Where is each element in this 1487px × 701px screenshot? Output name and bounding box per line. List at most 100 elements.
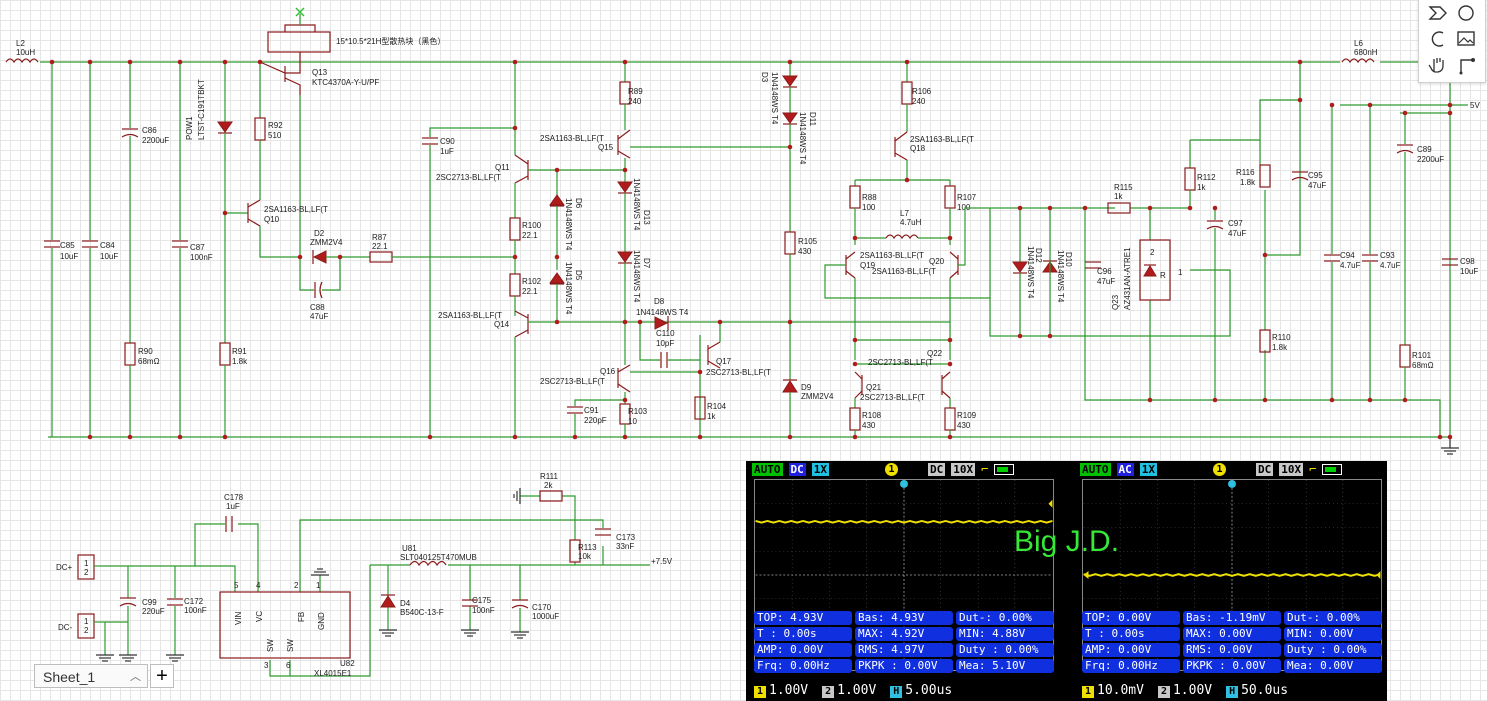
svg-text:Q18: Q18 (910, 144, 926, 153)
capacitor-C110[interactable]: C110 10pF (639, 322, 700, 368)
transistor-Q10[interactable]: 2SA1163-BL,LF(T Q10 (225, 199, 328, 258)
inductor-U81[interactable]: U81 SLT040125T470MUB (400, 544, 477, 567)
resistor-R109[interactable]: R109 430 (944, 407, 977, 437)
capacitor-C84[interactable]: C84 10uF (82, 62, 118, 437)
svg-text:D13: D13 (642, 210, 651, 225)
wire-tool-icon[interactable] (1427, 2, 1449, 24)
capacitor-C172[interactable]: C172 100nF (167, 597, 207, 615)
diode-D10[interactable]: D10 1N4148WS T4 (1042, 208, 1073, 336)
shunt-regulator-Q23[interactable]: R 2 1 Q23 AZ431AN-ATRE1 (1111, 239, 1183, 310)
hand-tool-icon[interactable] (1427, 54, 1449, 76)
connector-dc-minus[interactable]: 1 2 DC- (58, 613, 100, 639)
inductor-L2[interactable]: L2 10uH (5, 39, 39, 64)
resistor-R102[interactable]: R102 22.1 (509, 240, 542, 297)
resistor-R104[interactable]: R104 1k (694, 396, 727, 421)
arc-tool-icon[interactable] (1427, 28, 1449, 50)
transistor-Q20[interactable]: Q20 2SA1163-BL,LF(T (872, 207, 990, 360)
diode-D3[interactable]: D3 1N4148WS T4 (760, 62, 798, 125)
capacitor-C94[interactable]: C94 4.7uF (1324, 105, 1361, 400)
transistor-Q21[interactable]: Q21 2SC2713-BL,LF(T (854, 339, 950, 408)
resistor-R112[interactable]: R112 1k (1184, 167, 1216, 208)
svg-text:C95: C95 (1308, 171, 1323, 180)
capacitor-C99[interactable]: C99 220uF (119, 597, 165, 616)
diode-D5[interactable]: D5 1N4148WS T4 (549, 262, 583, 322)
pin-tool-icon[interactable] (1455, 54, 1477, 76)
svg-text:47uF: 47uF (1228, 229, 1246, 238)
svg-text:680nH: 680nH (1354, 48, 1378, 57)
transistor-Q22[interactable]: Q22 2SC2713-BL,LF(T (855, 349, 951, 408)
add-sheet-button[interactable]: + (150, 664, 174, 688)
ic-U82[interactable]: 5 4 2 1 3 6 VIN VC FB GND SW SW U82 XL40… (219, 581, 355, 678)
inductor-L6[interactable]: L6 680nH (1341, 39, 1378, 64)
diode-D6[interactable]: D6 1N4148WS T4 (549, 170, 583, 270)
capacitor-C88[interactable]: C88 47uF (299, 257, 341, 321)
capacitor-C98[interactable]: C98 10uF (1442, 257, 1478, 276)
diode-D13[interactable]: D13 1N4148WS T4 (617, 170, 651, 252)
led-POW1[interactable]: POW1 LTST-C191TBKT (185, 62, 233, 343)
resistor-R105[interactable]: R105 430 (784, 231, 818, 380)
capacitor-C175[interactable]: C175 100nF (462, 596, 495, 615)
diode-D11[interactable]: D11 1N4148WS T4 (782, 87, 817, 232)
capacitor-C95[interactable]: C95 47uF (1291, 171, 1326, 190)
capacitor-C85[interactable]: C85 10uF (44, 62, 78, 437)
capacitor-C170[interactable]: C170 1000uF (511, 599, 559, 621)
resistor-R111[interactable]: R111 2k (539, 472, 563, 502)
svg-text:1000uF: 1000uF (532, 612, 559, 621)
transistor-Q18[interactable]: 2SA1163-BL,LF(T Q18 (855, 131, 974, 181)
capacitor-C90[interactable]: C90 1uF (422, 127, 515, 437)
capacitor-C97[interactable]: C97 47uF (1206, 219, 1246, 238)
zener-D2[interactable]: D2 ZMM2V4 (310, 229, 370, 264)
resistor-R103[interactable]: R103 10 (619, 403, 648, 437)
zener-D9[interactable]: D9 ZMM2V4 (782, 379, 834, 437)
capacitor-C87[interactable]: C87 100nF (172, 62, 213, 437)
measurement-cell: TOP: 0.00V (1082, 611, 1180, 625)
svg-text:R91: R91 (232, 347, 247, 356)
resistor-R100[interactable]: R100 22.1 (509, 183, 542, 241)
resistor-R88[interactable]: R88 100 (849, 180, 877, 245)
resistor-R90[interactable]: R90 68mΩ (124, 342, 160, 437)
capacitor-C173[interactable]: C173 33nF (595, 528, 636, 551)
capacitor-C96[interactable]: C96 47uF (1085, 261, 1115, 286)
capacitor-C86[interactable]: C86 2200uF (121, 62, 169, 343)
capacitor-C178[interactable]: C178 1uF (224, 493, 244, 532)
resistor-R107[interactable]: R107 100 (944, 180, 977, 245)
transistor-Q11[interactable]: Q11 2SC2713-BL,LF(T (436, 62, 625, 184)
resistor-R92[interactable]: R92 510 (254, 62, 283, 200)
svg-text:C84: C84 (100, 241, 115, 250)
chevron-up-icon[interactable]: ︿ (130, 671, 141, 683)
diode-D12[interactable]: D12 1N4148WS T4 (1012, 208, 1043, 336)
circle-tool-icon[interactable] (1455, 2, 1477, 24)
transistor-Q15[interactable]: 2SA1163-BL,LF(T Q15 (540, 129, 790, 170)
diode-D4[interactable]: D4 B540C-13-F (380, 594, 444, 617)
resistor-R108[interactable]: R108 430 (849, 407, 882, 437)
transistor-Q16[interactable]: Q16 2SC2713-BL,LF(T (540, 322, 700, 404)
resistor-R101[interactable]: R101 68mΩ (1399, 344, 1434, 400)
resistor-R113[interactable]: R113 10k (569, 539, 597, 563)
transistor-Q17[interactable]: Q17 2SC2713-BL,LF(T (699, 322, 771, 437)
measurement-cell: RMS: 4.97V (855, 643, 953, 657)
resistor-R106[interactable]: R106 240 (901, 62, 932, 132)
resistor-R91[interactable]: R91 1.8k (219, 342, 248, 437)
svg-text:240: 240 (628, 97, 642, 106)
inductor-L7[interactable]: L7 4.7uH (855, 209, 950, 240)
resistor-R110[interactable]: R110 1.8k (1259, 329, 1291, 353)
transistor-Q14[interactable]: 2SA1163-BL,LF(T Q14 (438, 296, 950, 437)
connector-dc-plus[interactable]: 1 2 DC+ (56, 554, 100, 580)
diode-D8[interactable]: D8 1N4148WS T4 (636, 297, 689, 330)
svg-text:ZMM2V4: ZMM2V4 (310, 238, 343, 247)
sheet-tab[interactable]: Sheet_1 ︿ (34, 664, 148, 688)
resistor-R89[interactable]: R89 240 (619, 62, 643, 130)
diode-D7[interactable]: D7 1N4148WS T4 (617, 250, 651, 322)
image-tool-icon[interactable] (1455, 28, 1477, 50)
capacitor-C93[interactable]: C93 4.7uF (1362, 105, 1401, 400)
capacitor-C91[interactable]: C91 220pF (567, 399, 625, 437)
resistor-R115[interactable]: R115 1k (1107, 183, 1133, 214)
measurement-cell: AMP: 0.00V (1082, 643, 1180, 657)
transistor-Q19[interactable]: 2SA1163-BL,LF(T Q19 (824, 251, 990, 360)
transistor-Q13[interactable]: 15*10.5*21H型散热块（黑色） Q13 KTC4370A-Y-U/PF (259, 7, 445, 255)
capacitor-C89[interactable]: C89 2200uF (1396, 113, 1444, 345)
resistor-R87[interactable]: R87 22.1 (369, 233, 515, 263)
resistor-R116[interactable]: R116 1.8k (1236, 164, 1271, 188)
